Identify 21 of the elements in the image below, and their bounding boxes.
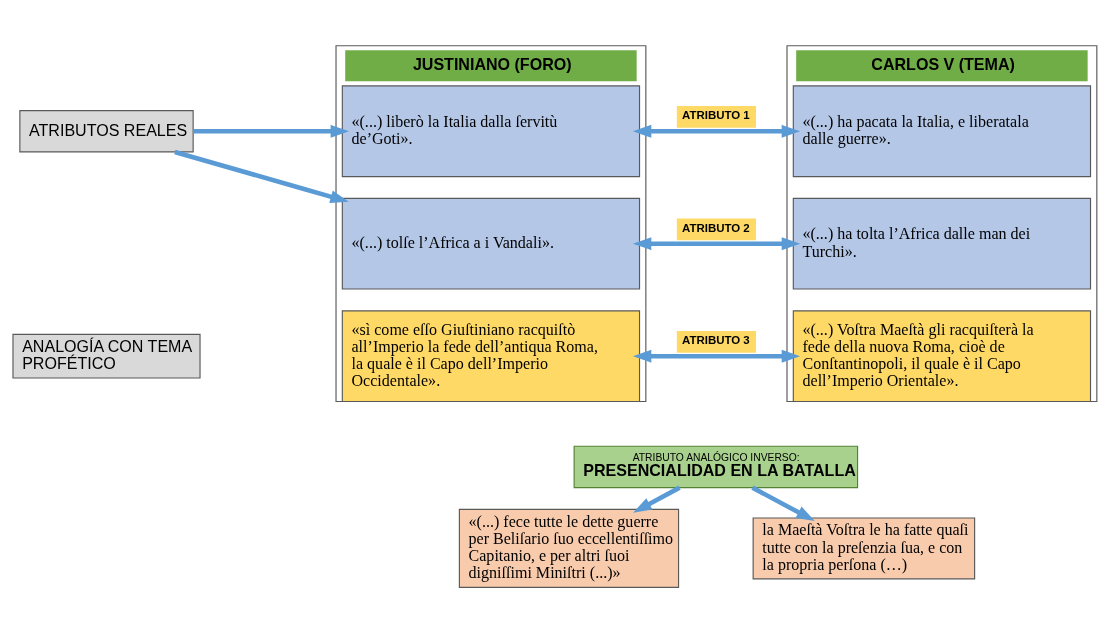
node-box: «(...) ha pacata la Italia, e liberatala dalle guerre». [792,84,1092,177]
node-box: ANALOGÍA CON TEMA PROFÉTICO [12,333,201,379]
edge-label: ATRIBUTO 2 [682,221,750,234]
arrow [632,236,801,250]
arrow [632,124,801,138]
arrow [632,349,801,363]
node-box: «(...) liberò la Italia dalla ſervitù de’Goti». [341,84,641,177]
node-box: «(...) ha tolta l’Africa dalle man dei Turchi». [792,197,1092,290]
arrow [174,149,349,203]
arrow [193,124,350,138]
node-box: ATRIBUTO ANALÓGICO INVERSO: PRESENCIALIDAD EN LA BATALLA [573,445,859,488]
node-box: la Maeſtà Voſtra le ha fatte quaſi tutte con la preſenzia ſua, e con la propria perſona (…) [752,516,976,579]
node-box: «sì come eſſo Giuſtiniano racquiſtò all’Imperio la fede dell’antiqua Roma, la quale è il Capo dell’Imperio Occidentale». [341,309,641,402]
node-box: «(...) tolſe l’Africa a i Vandali». [341,197,641,290]
node-box: «(...) Voſtra Maeſtà gli racquiſterà la fede della nuova Roma, cioè de Conſtantinopoli, il quale è il Capo dell’Imperio Orientale». [792,309,1092,402]
arrow [751,485,815,521]
arrow [633,485,681,513]
node-box: «(...) fece tutte le dette guerre per Beliſario ſuo eccellentiſſimo Capitanio, e per altri ſuoi digniſſimi Miniſtri (...)» [458,508,680,588]
edge-label: ATRIBUTO 1 [682,108,750,121]
node-box: ATRIBUTOS REALES [19,109,194,152]
edge-label: ATRIBUTO 3 [682,333,750,346]
